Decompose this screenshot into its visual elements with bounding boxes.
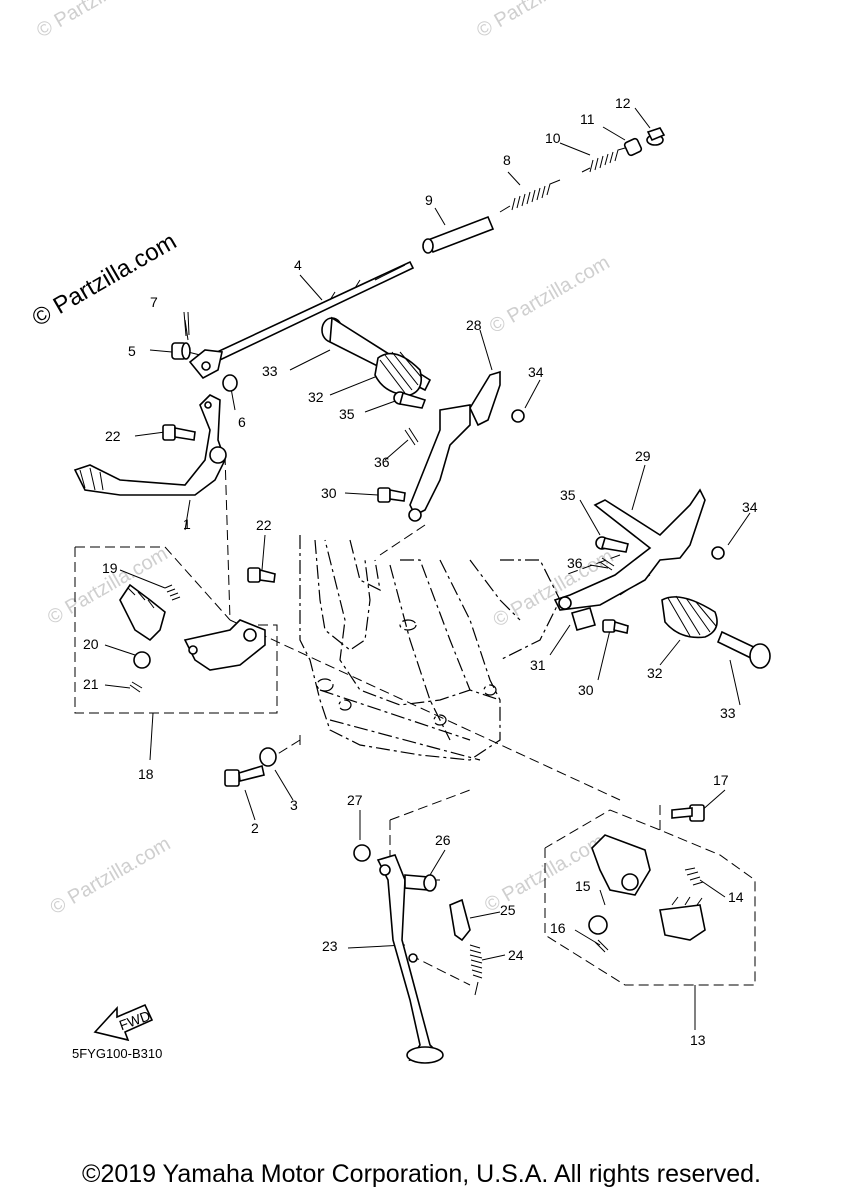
callout: 17 — [713, 772, 729, 788]
callout: 7 — [150, 294, 158, 310]
callout: 26 — [435, 832, 451, 848]
watermark-faint: © Partzilla.com — [486, 252, 614, 338]
washer-34-right — [711, 546, 725, 560]
callout: 35 — [339, 406, 355, 422]
bolt-22 — [162, 424, 196, 441]
assembly-13-parts — [588, 834, 706, 953]
shift-rod — [188, 260, 415, 380]
callout: 24 — [508, 947, 524, 963]
callout: 2 — [251, 820, 259, 836]
callout: 25 — [500, 902, 516, 918]
callout: 33 — [720, 705, 736, 721]
bolt-26 — [404, 874, 437, 892]
copyright-notice: ©2019 Yamaha Motor Corporation, U.S.A. A… — [82, 1160, 761, 1188]
callout: 8 — [503, 152, 511, 168]
callout: 36 — [374, 454, 390, 470]
assembly-box-13 — [544, 809, 756, 986]
nut-27 — [353, 844, 371, 862]
bracket-25 — [449, 898, 471, 942]
diagram-code: 5FYG100-B310 — [72, 1046, 162, 1061]
part-31 — [571, 607, 596, 631]
callout: 21 — [83, 676, 99, 692]
svg-text:© Partzilla.com: © Partzilla.com — [486, 252, 614, 338]
callout: 27 — [347, 792, 363, 808]
callout: 18 — [138, 766, 154, 782]
bolt-2 — [224, 764, 265, 787]
spring-24 — [469, 944, 483, 996]
spring-8 — [499, 179, 561, 213]
callout: 22 — [105, 428, 121, 444]
footrest-bracket-28 — [408, 370, 501, 522]
bolt-17 — [671, 804, 705, 822]
svg-text:FWD: FWD — [117, 1007, 152, 1033]
washer-6 — [222, 374, 238, 392]
callout: 5 — [128, 343, 136, 359]
callout: 34 — [528, 364, 544, 380]
pin-35-right — [595, 536, 629, 553]
spring-10 — [581, 147, 626, 173]
callout: 19 — [102, 560, 118, 576]
callout: 12 — [615, 95, 631, 111]
svg-text:© Partzilla.com: © Partzilla.com — [47, 833, 175, 919]
callout: 1 — [183, 516, 191, 532]
callout: 33 — [262, 363, 278, 379]
svg-text:© Partzilla.com: © Partzilla.com — [473, 0, 601, 42]
assembly-box-18 — [74, 547, 278, 714]
callout: 13 — [690, 1032, 706, 1048]
callout: 28 — [466, 317, 482, 333]
fwd-arrow-icon: FWD — [93, 1003, 154, 1042]
footrest-32-right — [661, 595, 718, 639]
bolt-30 — [377, 487, 406, 503]
watermark-main: © Partzilla.com — [28, 228, 182, 332]
callout: 16 — [550, 920, 566, 936]
part-5 — [171, 342, 191, 360]
svg-text:© Partzilla.com: © Partzilla.com — [28, 228, 182, 332]
callout: 29 — [635, 448, 651, 464]
callout: 36 — [567, 555, 583, 571]
nut-3 — [259, 747, 277, 767]
washer-34 — [511, 409, 525, 423]
watermark-faint: © Partzilla.com — [473, 0, 601, 42]
cotter-36-right — [599, 557, 615, 571]
part-12 — [646, 127, 666, 146]
part-11 — [623, 137, 643, 157]
brake-pedal — [73, 394, 227, 496]
callout: 30 — [321, 485, 337, 501]
callout: 15 — [575, 878, 591, 894]
callout: 22 — [256, 517, 272, 533]
callout: 20 — [83, 636, 99, 652]
callout: 4 — [294, 257, 302, 273]
watermark-faint: © Partzilla.com — [33, 0, 161, 42]
frame-outline — [299, 535, 561, 761]
watermark-faint: © Partzilla.com — [47, 833, 175, 919]
callout: 3 — [290, 797, 298, 813]
callout: 9 — [425, 192, 433, 208]
bolt-30-right — [602, 619, 629, 634]
sidestand — [376, 854, 444, 1064]
assembly-18-parts — [119, 583, 266, 693]
svg-text:© Partzilla.com: © Partzilla.com — [33, 0, 161, 42]
cotter-36 — [404, 427, 419, 446]
callout: 6 — [238, 414, 246, 430]
callout: 30 — [578, 682, 594, 698]
part-7 — [183, 311, 190, 337]
footrest-bracket-29 — [553, 488, 706, 611]
callout: 31 — [530, 657, 546, 673]
callout: 23 — [322, 938, 338, 954]
assembly-box-18-top — [75, 546, 231, 621]
callout: 32 — [308, 389, 324, 405]
callout: 11 — [580, 111, 595, 127]
callout: 34 — [742, 499, 758, 515]
footrest-32 — [374, 351, 423, 396]
callout: 32 — [647, 665, 663, 681]
callout: 35 — [560, 487, 576, 503]
callouts: 1 2 3 4 5 6 7 8 9 10 11 12 13 14 15 16 1… — [83, 95, 758, 1048]
pivot-shaft-33-right — [716, 630, 771, 669]
bolt-22-lower — [247, 567, 276, 583]
pin-35 — [393, 391, 427, 409]
callout: 14 — [728, 889, 744, 905]
rod-9 — [422, 215, 495, 254]
callout: 10 — [545, 130, 561, 146]
